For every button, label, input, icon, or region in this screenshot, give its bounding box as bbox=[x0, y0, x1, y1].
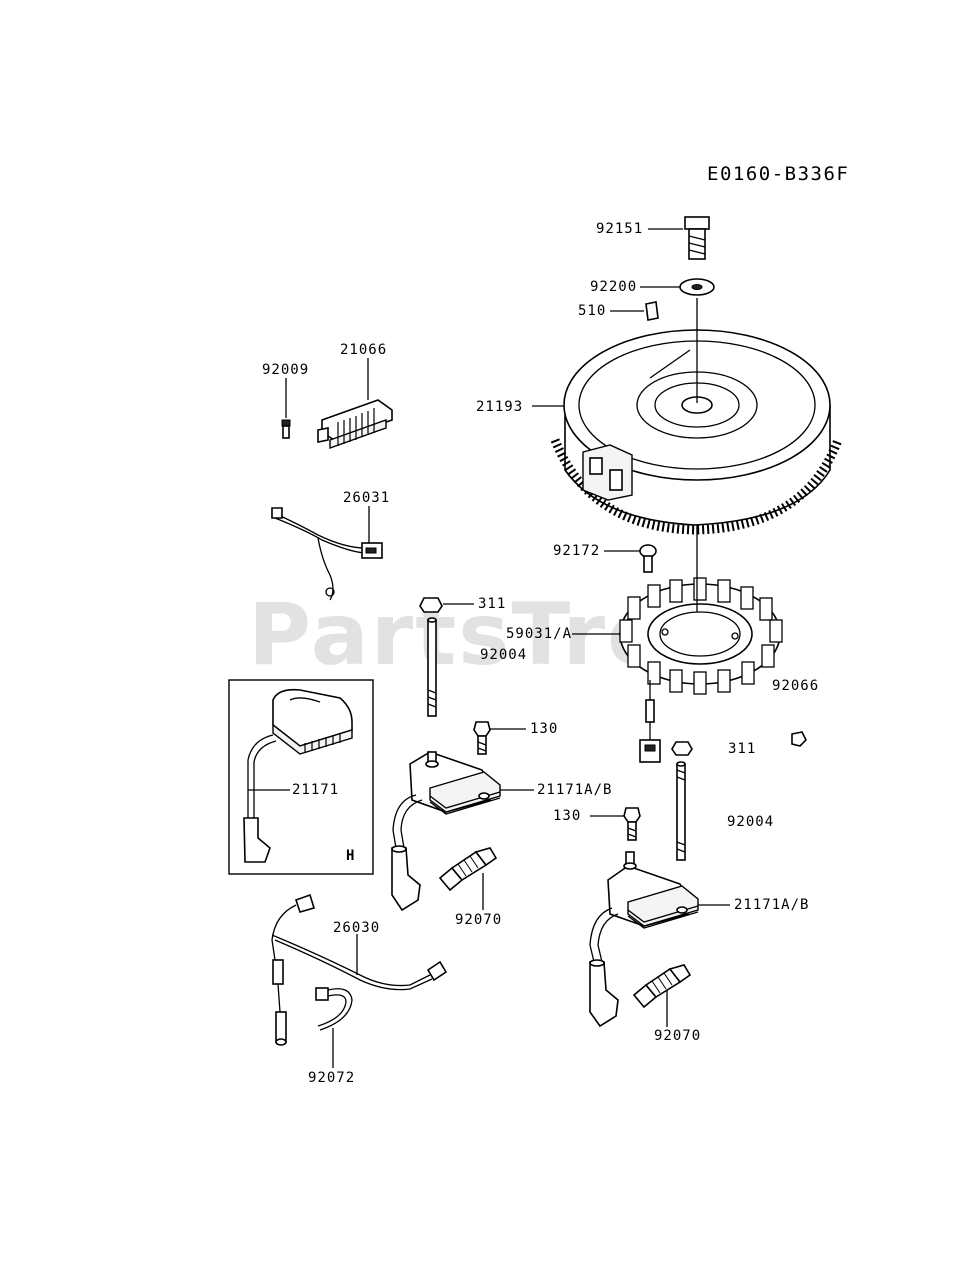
wire-26030 bbox=[271, 893, 448, 1046]
stud-92004-right bbox=[676, 761, 686, 861]
flywheel-21193 bbox=[550, 298, 843, 535]
washer-92200 bbox=[679, 278, 715, 296]
screw-92009 bbox=[281, 419, 291, 439]
part-label-92066[interactable]: 92066 bbox=[772, 678, 820, 694]
part-label-21171ab-upper[interactable]: 21171A/B bbox=[537, 782, 613, 798]
part-label-59031a[interactable]: 59031/A bbox=[506, 626, 573, 642]
part-label-130-upper[interactable]: 130 bbox=[530, 721, 559, 737]
part-label-21193[interactable]: 21193 bbox=[476, 399, 524, 415]
part-92066 bbox=[791, 731, 807, 747]
stud-92004-left bbox=[427, 617, 437, 717]
part-label-92004-right[interactable]: 92004 bbox=[727, 814, 775, 830]
part-label-311-right[interactable]: 311 bbox=[728, 741, 757, 757]
ignition-coil-upper bbox=[391, 751, 501, 912]
nut-311-right bbox=[671, 741, 693, 756]
stator-59031a bbox=[619, 525, 783, 763]
spark-plug-lower bbox=[632, 964, 692, 1009]
part-label-92072[interactable]: 92072 bbox=[308, 1070, 356, 1086]
spark-plug-upper bbox=[438, 847, 498, 892]
part-label-92009[interactable]: 92009 bbox=[262, 362, 310, 378]
inset-box-h bbox=[228, 679, 374, 875]
leader-lines bbox=[248, 228, 730, 1068]
screw-92172 bbox=[639, 544, 657, 573]
bolt-130-lower bbox=[623, 807, 641, 841]
part-label-92200[interactable]: 92200 bbox=[590, 279, 638, 295]
part-label-21171ab-lower[interactable]: 21171A/B bbox=[734, 897, 810, 913]
harness-26031 bbox=[271, 507, 383, 601]
key-510 bbox=[645, 301, 659, 321]
part-label-21066[interactable]: 21066 bbox=[340, 342, 388, 358]
part-label-26031[interactable]: 26031 bbox=[343, 490, 391, 506]
diagram-code: E0160-B336F bbox=[707, 163, 850, 185]
part-label-92172[interactable]: 92172 bbox=[553, 543, 601, 559]
bolt-130-upper bbox=[473, 721, 491, 755]
nut-311-left bbox=[419, 597, 443, 613]
part-label-26030[interactable]: 26030 bbox=[333, 920, 381, 936]
part-label-92070-lower[interactable]: 92070 bbox=[654, 1028, 702, 1044]
ignition-coil-lower bbox=[589, 851, 699, 1028]
part-label-130-lower[interactable]: 130 bbox=[553, 808, 582, 824]
part-label-510[interactable]: 510 bbox=[578, 303, 607, 319]
regulator-21066 bbox=[317, 399, 393, 449]
band-92072 bbox=[315, 987, 353, 1031]
part-label-92004-left[interactable]: 92004 bbox=[480, 647, 528, 663]
part-label-92151[interactable]: 92151 bbox=[596, 221, 644, 237]
part-label-311-left[interactable]: 311 bbox=[478, 596, 507, 612]
part-label-92070-upper[interactable]: 92070 bbox=[455, 912, 503, 928]
inset-letter: H bbox=[346, 848, 356, 864]
part-label-21171[interactable]: 21171 bbox=[292, 782, 340, 798]
bolt-92151 bbox=[684, 216, 710, 260]
